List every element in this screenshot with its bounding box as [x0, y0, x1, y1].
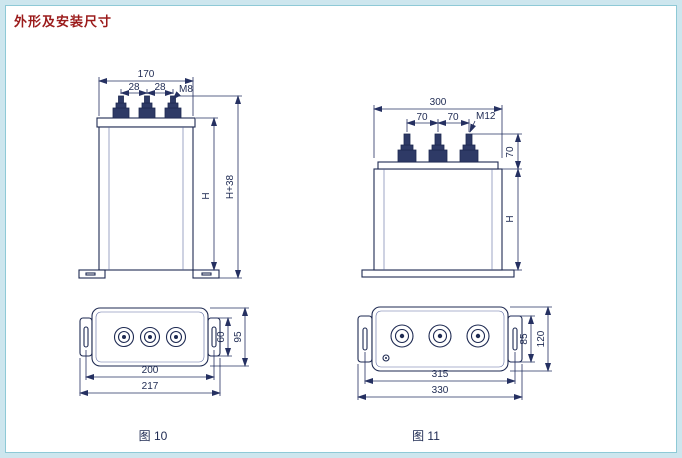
- fig10-dim-overall-width: 217: [142, 381, 159, 392]
- fig11-dim-depth-overall: 120: [536, 330, 547, 347]
- fig10-terminal-bushings: [112, 95, 182, 119]
- fig10-bottom-view: [79, 307, 221, 367]
- fig11-bottom-dimensions: 315 330 85 120: [357, 306, 552, 400]
- fig11-bolt-label: M12: [476, 111, 496, 122]
- fig11-dim-hole-spacing: 315: [432, 369, 449, 380]
- fig10-front-view: [78, 95, 220, 279]
- fig10-dim-total-height: H+38: [225, 174, 236, 199]
- fig11-bottom-view: [357, 306, 523, 372]
- fig10-caption: 图 10: [139, 429, 168, 443]
- fig11-terminal-bushings: [397, 133, 479, 163]
- fig11-dim-overall-width: 330: [432, 385, 449, 396]
- fig10-front-dimensions: 170 28 28 M8 H H: [98, 69, 242, 279]
- fig10-bottom-dimensions: 200 217 60 95: [79, 307, 249, 396]
- fig10-dim-depth-inner: 60: [216, 331, 227, 343]
- fig11-bottom-terminals: [390, 324, 490, 348]
- fig11-dim-pitch-right: 70: [447, 112, 459, 123]
- fig11-dim-body-height: H: [505, 215, 516, 222]
- fig11-front-dimensions: 300 70 70 M12 70 H: [373, 97, 522, 271]
- fig10-bottom-terminals: [113, 326, 187, 348]
- fig10-dim-body-height: H: [201, 192, 212, 199]
- fig11-caption: 图 11: [412, 429, 440, 443]
- drawing-panel: 外形及安装尺寸: [5, 5, 677, 453]
- fig10-bolt-label: M8: [179, 84, 193, 95]
- fig11-ground-terminal: [382, 354, 390, 362]
- fig10-dim-depth-overall: 95: [233, 331, 244, 343]
- fig10-dim-pitch-left: 28: [128, 82, 140, 93]
- fig10-mounting-feet: [78, 269, 220, 279]
- fig11-dim-depth-inner: 85: [519, 333, 530, 345]
- fig10-dim-hole-spacing: 200: [142, 365, 159, 376]
- page-title: 外形及安装尺寸: [14, 14, 113, 29]
- fig11-dim-pitch-left: 70: [416, 112, 428, 123]
- fig10-dim-pitch-right: 28: [154, 82, 166, 93]
- dimension-drawing: 170 28 28 M8 H H: [78, 69, 552, 443]
- fig10-dim-width: 170: [138, 69, 155, 80]
- fig11-front-view: [361, 133, 515, 278]
- fig11-dim-width: 300: [430, 97, 447, 108]
- fig11-dim-terminal-height: 70: [505, 146, 516, 158]
